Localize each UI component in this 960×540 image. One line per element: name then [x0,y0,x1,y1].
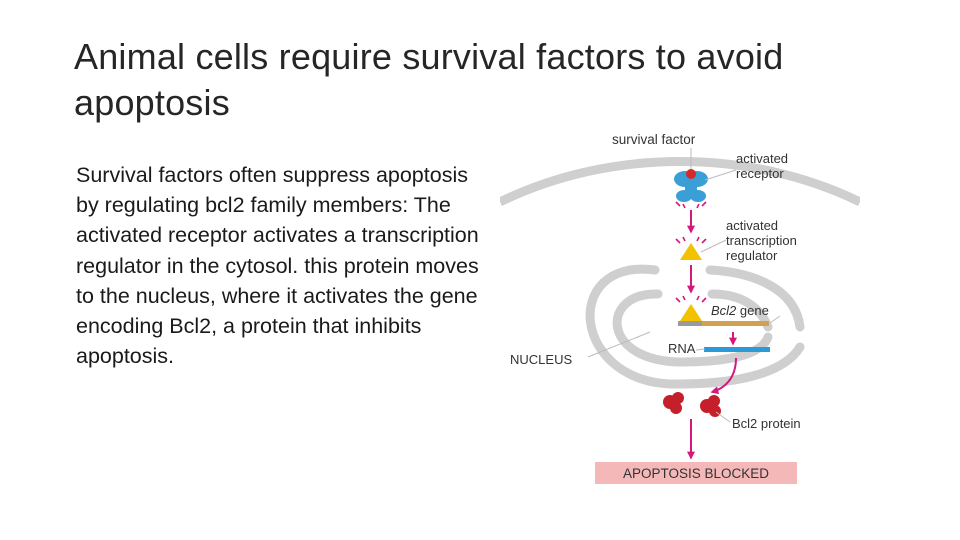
bcl2-protein-label: Bcl2 protein [732,416,801,431]
leader-receptor [704,169,737,181]
apoptosis-pathway-diagram: APOPTOSIS BLOCKED survival factor activa… [500,122,860,492]
leader-rna [695,348,706,351]
rna-bar [704,347,770,352]
receptor-activation-rays [675,201,707,209]
activated-receptor-label-line2: receptor [736,166,784,181]
rna-label: RNA [668,341,696,356]
leader-regulator [700,239,727,253]
regulator-rays-gene [675,295,707,303]
apoptosis-blocked-box [595,462,797,484]
survival-factor-label: survival factor [612,132,696,147]
activated-receptor-label-line1: activated [736,151,788,166]
regulator-rays-top [675,236,707,244]
activated-regulator-label-line3: regulator [726,248,778,263]
nuclear-envelope [585,264,805,389]
slide-title: Animal cells require survival factors to… [74,36,784,123]
bcl2-gene-label-rest: gene [736,303,769,318]
leader-protein [715,411,731,423]
bcl2-gene-label: Bcl2 gene [711,303,769,318]
activated-regulator-label-line2: transcription [726,233,797,248]
bcl2-protein-icon [663,392,721,417]
transcription-regulator-icon [680,243,702,260]
dna-bar [678,321,702,326]
nucleus-label: NUCLEUS [510,352,572,367]
arrow-rna-to-protein [710,357,737,395]
gene-bound-regulator-icon [680,304,702,321]
activated-regulator-label-line1: activated [726,218,778,233]
plasma-membrane [500,157,860,207]
apoptosis-blocked-label: APOPTOSIS BLOCKED [623,466,769,481]
leader-nucleus [587,331,651,358]
bcl2-gene-bar [702,321,769,326]
activated-receptor-icon [674,169,708,202]
bcl2-gene-label-italic: Bcl2 [711,303,737,318]
slide-body-text: Survival factors often suppress apoptosi… [76,163,479,369]
leader-gene [769,315,781,324]
